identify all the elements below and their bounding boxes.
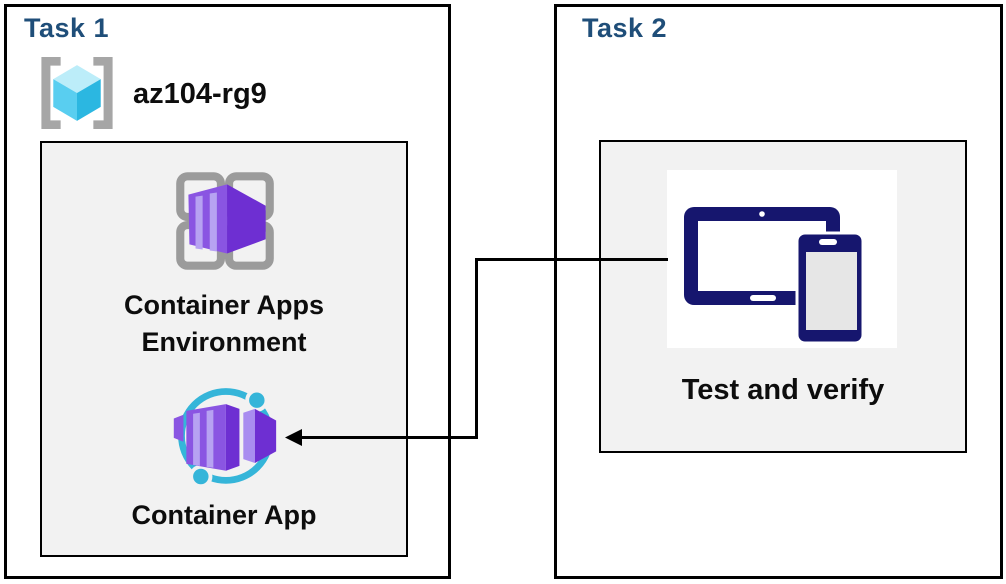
- container-stripe: [193, 412, 200, 466]
- container-app-icon: [173, 388, 277, 489]
- tablet-phone-icon: [684, 207, 865, 345]
- orbit-dot: [245, 388, 269, 412]
- devices-icon-background: [667, 170, 897, 348]
- resource-group-icon: [41, 57, 113, 129]
- tablet-camera-dot: [759, 211, 765, 217]
- test-and-verify-label: Test and verify: [681, 374, 885, 406]
- orbit-dot: [189, 464, 213, 489]
- label-line: Environment: [141, 327, 307, 357]
- right-bracket-shape: [93, 57, 113, 129]
- container-apps-environment-label: Container Apps Environment: [40, 287, 408, 361]
- container-edge: [225, 404, 240, 471]
- container-front-face: [186, 404, 226, 471]
- container-right-face: [227, 184, 266, 254]
- cube-top-face: [53, 65, 101, 93]
- right-container-left-face: [243, 408, 255, 463]
- resource-group-name: az104-rg9: [133, 78, 267, 110]
- phone-speaker: [819, 239, 837, 245]
- task2-title: Task 2: [582, 13, 668, 43]
- container-stripe: [195, 195, 203, 250]
- right-container-right-face: [254, 408, 277, 463]
- container-stripe: [209, 192, 217, 252]
- container-stripe: [206, 409, 214, 468]
- container-left-flap: [173, 414, 184, 442]
- container-front-face: [188, 184, 228, 254]
- container-app-label: Container App: [131, 500, 317, 530]
- phone-screen: [806, 252, 857, 330]
- left-bracket-shape: [41, 57, 61, 129]
- task1-title: Task 1: [24, 13, 110, 43]
- container-apps-environment-icon: [176, 172, 274, 270]
- tablet-home-button: [750, 295, 776, 301]
- label-line: Container Apps: [123, 290, 324, 320]
